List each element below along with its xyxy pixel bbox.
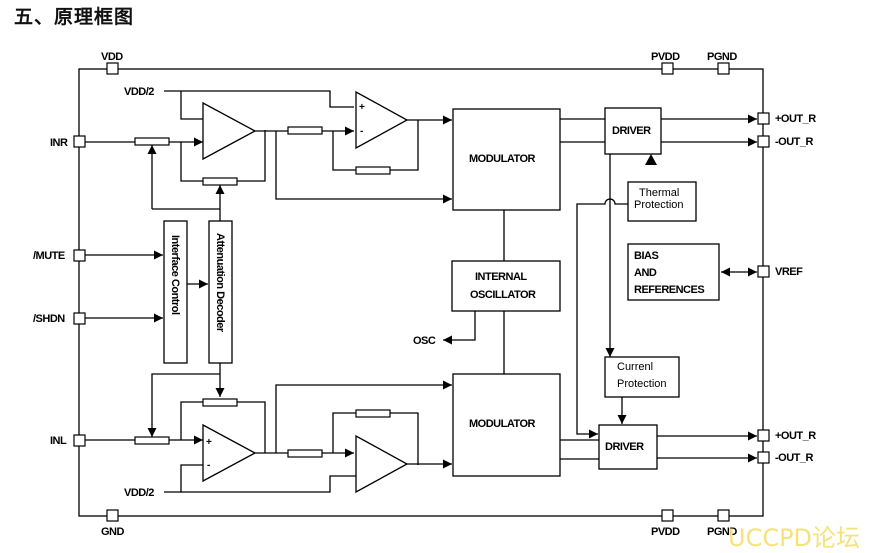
pin-out-r-minus-bottom-label: -OUT_R xyxy=(775,452,814,464)
pin-vdd xyxy=(106,62,119,75)
pin-out-r-plus-bottom-label: +OUT_R xyxy=(775,430,816,442)
pin-shdn xyxy=(73,312,86,325)
driver-top-label: DRIVER xyxy=(612,125,651,137)
pin-pgnd-bottom xyxy=(717,509,730,522)
bias-and-references xyxy=(627,243,720,301)
pin-vref-label: VREF xyxy=(775,266,803,278)
watermark: UCCPD论坛 xyxy=(728,524,861,552)
inverting-amp-left xyxy=(355,434,409,494)
pin-pgnd-top xyxy=(717,62,730,75)
pin-inl-label: INL xyxy=(50,435,67,447)
bias-line1: BIAS xyxy=(634,250,658,262)
input-attenuator-right xyxy=(134,137,170,146)
oscillator-line1: INTERNAL xyxy=(475,271,527,283)
pin-pgnd-bottom-label: PGND xyxy=(707,526,737,538)
opamp-plus-sign: + xyxy=(359,102,365,113)
current-protection-line2: Protection xyxy=(617,378,667,390)
modulator-bottom-label: MODULATOR xyxy=(469,418,536,430)
section-title: 五、原理框图 xyxy=(14,6,135,28)
pin-out-r-minus-top xyxy=(757,135,770,148)
preamp-right xyxy=(202,101,257,161)
thermal-protection-line1: Thermal xyxy=(639,187,679,199)
vdd-half-top-label: VDD/2 xyxy=(124,86,154,98)
resistor-r1 xyxy=(287,126,323,135)
driver-top xyxy=(604,107,662,155)
pin-out-r-minus-bottom xyxy=(757,451,770,464)
pin-mute xyxy=(73,249,86,262)
resistor-r2 xyxy=(355,166,391,175)
resistor-l2 xyxy=(355,409,391,418)
modulator-bottom xyxy=(452,373,561,477)
pin-pvdd-bottom xyxy=(661,509,674,522)
interface-control xyxy=(163,220,188,364)
pin-mute-label: /MUTE xyxy=(33,250,65,262)
current-protection-line1: Currenl xyxy=(617,361,653,373)
inverting-amp-right xyxy=(355,90,409,150)
interface-control-label: Interface Control xyxy=(169,235,181,315)
feedback-attenuator-right xyxy=(202,177,238,186)
internal-oscillator xyxy=(451,260,561,312)
opamp-left-minus: - xyxy=(207,460,210,471)
bias-line3: REFERENCES xyxy=(634,284,704,296)
driver-bottom-label: DRIVER xyxy=(605,441,644,453)
thermal-protection-line2: Protection xyxy=(634,199,684,211)
pin-out-r-plus-bottom xyxy=(757,429,770,442)
resistor-l1 xyxy=(287,449,323,458)
current-protection xyxy=(604,356,680,398)
pin-pgnd-top-label: PGND xyxy=(707,51,737,63)
opamp-minus-sign: - xyxy=(360,126,363,137)
preamp-left xyxy=(202,423,257,483)
driver-bottom xyxy=(598,424,658,470)
bias-line2: AND xyxy=(634,267,657,279)
pin-out-r-minus-top-label: -OUT_R xyxy=(775,136,814,148)
modulator-top-label: MODULATOR xyxy=(469,153,536,165)
modulator-top xyxy=(452,108,561,211)
opamp-left-plus: + xyxy=(206,437,212,448)
pin-vref xyxy=(757,265,770,278)
pin-out-r-plus-top-label: +OUT_R xyxy=(775,113,816,125)
input-attenuator-left xyxy=(134,436,170,445)
pin-vdd-label: VDD xyxy=(101,51,123,63)
pin-inl xyxy=(73,434,86,447)
pin-pvdd-top-label: PVDD xyxy=(651,51,680,63)
pin-inr-label: INR xyxy=(50,137,68,149)
oscillator-line2: OSCILLATOR xyxy=(470,289,536,301)
pin-out-r-plus-top xyxy=(757,112,770,125)
pin-pvdd-bottom-label: PVDD xyxy=(651,526,680,538)
chip-outline xyxy=(78,68,764,517)
pin-inr xyxy=(73,135,86,148)
pin-pvdd-top xyxy=(661,62,674,75)
thermal-protection xyxy=(627,181,697,222)
feedback-attenuator-left xyxy=(202,398,238,407)
pin-gnd-label: GND xyxy=(101,526,125,538)
pin-gnd xyxy=(106,509,119,522)
osc-pin-label: OSC xyxy=(413,335,436,347)
arrow-up-to-driver-top xyxy=(645,154,657,165)
attenuation-decoder-label: Attenuation Decoder xyxy=(214,233,226,333)
pin-shdn-label: /SHDN xyxy=(33,313,65,325)
vdd-half-bottom-label: VDD/2 xyxy=(124,487,154,499)
